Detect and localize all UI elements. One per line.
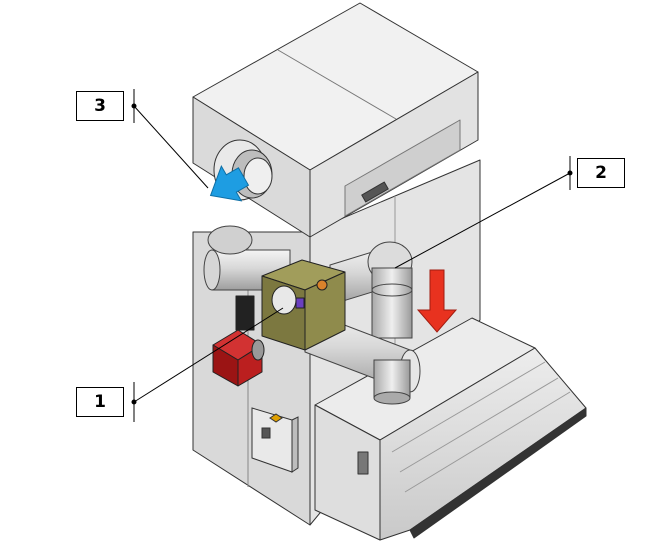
flue-pipes xyxy=(203,225,421,405)
red-down-arrow-icon xyxy=(416,269,458,333)
callout-2-label: 2 xyxy=(595,163,607,183)
callout-3: 3 xyxy=(76,91,124,121)
callout-1-label: 1 xyxy=(94,392,106,412)
outlet-hood xyxy=(314,317,587,541)
leader-lines xyxy=(131,89,573,422)
burner xyxy=(212,295,265,387)
blue-arrow-icon xyxy=(209,165,250,202)
callout-1: 1 xyxy=(76,387,124,417)
callout-2: 2 xyxy=(577,158,625,188)
callout-3-label: 3 xyxy=(94,96,106,116)
control-panel xyxy=(251,407,299,473)
valve-box xyxy=(261,259,346,351)
